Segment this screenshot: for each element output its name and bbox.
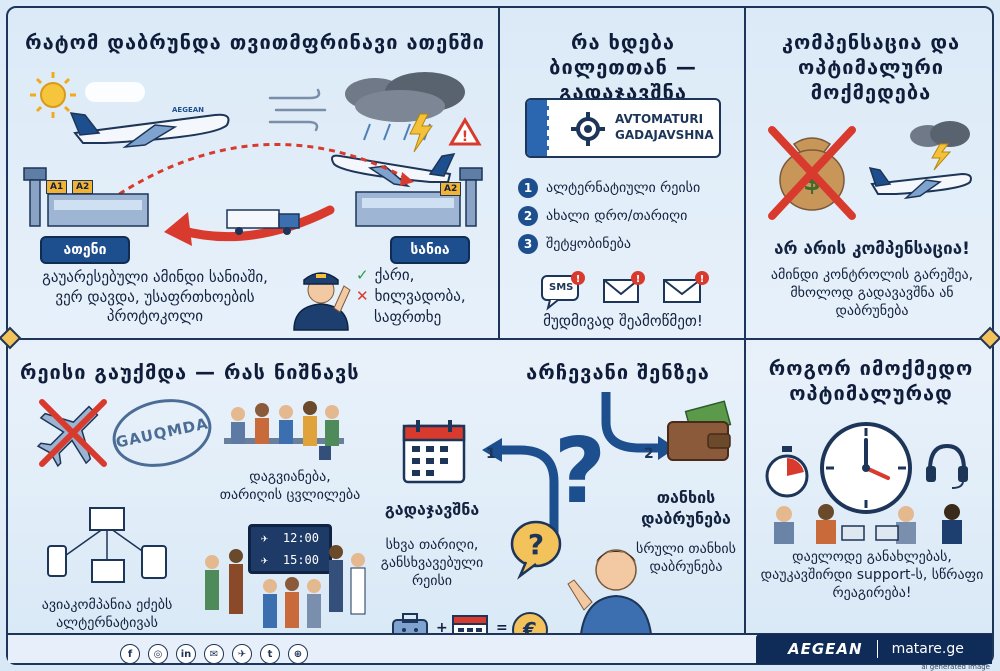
mail-icon[interactable]: ✉: [204, 644, 224, 664]
rebook-title: გადაჯავშნა: [384, 500, 480, 519]
ticket-label: AVTOMATURI GADAJAVSHNA: [615, 112, 714, 142]
ticket-title: რა ხდება ბილეთთან — გადაჯავშნა: [549, 30, 697, 104]
delay-text: დაგვიანება, თარიღის ცვლილება: [219, 469, 361, 504]
check-constantly-text: მუდმივად შეამოწმეთ!: [543, 312, 703, 330]
wall-clock-icon: [820, 422, 912, 514]
crowd-icon: [205, 545, 366, 628]
facebook-icon[interactable]: f: [120, 644, 140, 664]
svg-text:!: !: [700, 274, 705, 285]
mail-alert-icon: !: [663, 271, 709, 303]
plane-brand-label: AEGEAN: [172, 106, 205, 114]
gate-a1-sign: A1: [46, 180, 68, 194]
check-icon: ✓: [356, 266, 369, 284]
brand-bar[interactable]: AEGEAN matare.ge: [756, 634, 992, 664]
cloud: [85, 82, 145, 102]
sms-label: SMS: [549, 282, 574, 293]
board-row-2: ✈15:00: [261, 553, 319, 567]
gear-icon: [571, 112, 605, 146]
airplane-small-icon: [868, 167, 972, 200]
svg-text:!: !: [462, 129, 468, 145]
storm-cloud-small-icon: [910, 121, 970, 171]
no-compensation-headline: არ არის კომპენსაცია!: [774, 239, 970, 259]
gate-a2-sign: A2: [72, 180, 94, 194]
support-agents-icon: [774, 504, 962, 544]
divider-middle: [8, 338, 992, 340]
airline-alternatives-text: ავიაკომპანია ეძებს ალტერნატივას: [41, 597, 173, 632]
wind-icon: [268, 88, 327, 132]
no-money-icon: $: [768, 126, 856, 220]
weather-factors: ✓ქარი, ✕ხილვადობა, საფრთხე: [356, 266, 466, 334]
sms-bubble-icon: !: [541, 271, 585, 311]
brand-separator: [876, 640, 878, 658]
plane-glyph-icon: ✈: [261, 531, 269, 545]
social-links: f ◎ in ✉ ✈ t ⊕: [120, 644, 308, 664]
svg-text:!: !: [576, 274, 581, 285]
svg-text:!: !: [636, 274, 641, 285]
branch-2-label: 2: [644, 446, 654, 462]
cross-icon: ✕: [356, 286, 369, 305]
factor-visibility: ✕ხილვადობა,: [356, 286, 466, 305]
why-return-title: რატომ დაბრუნდა თვითმფრინავი ათენში: [25, 30, 485, 54]
stopwatch-icon: [765, 446, 809, 498]
athens-label: ათენი: [40, 236, 130, 264]
network-devices-icon: [47, 507, 167, 583]
refund-text: სრული თანხის დაბრუნება: [636, 541, 736, 576]
sania-label: სანია: [390, 236, 470, 264]
compensation-title: კომპენსაცია და ოპტიმალური მოქმედება: [781, 30, 961, 104]
pilot-icon: [293, 272, 351, 331]
question-bubble-icon: ?: [510, 520, 562, 580]
warning-icon: !: [448, 117, 482, 146]
cancelled-title: რეისი გაუქმდა — რას ნიშნავს: [20, 360, 360, 384]
flight-path-arc: [109, 143, 414, 202]
site-name[interactable]: matare.ge: [891, 641, 964, 657]
plane-glyph-icon: ✈: [261, 553, 269, 567]
linkedin-icon[interactable]: in: [176, 644, 196, 664]
factor-danger: საფრთხე: [374, 307, 442, 326]
divider-right: [744, 8, 746, 634]
divider-left: [498, 8, 500, 338]
choice-arrows: ?: [482, 392, 676, 542]
airport-tower-right: [355, 167, 483, 227]
gate-b-sign: A2: [440, 182, 462, 196]
airport-tower-left: [23, 167, 149, 227]
factor-wind: ✓ქარი,: [356, 266, 415, 284]
storm-cloud-icon: [345, 72, 465, 153]
return-reason-text: გაუარესებული ამინდი სანიაში, ვერ დავდა, …: [42, 268, 268, 325]
optimal-title: როგორ იმოქმედო ოპტიმალურად: [768, 356, 974, 405]
waiting-passengers-icon: [224, 401, 344, 460]
mail-icon: !: [603, 271, 645, 303]
airplane-landing-icon: [331, 153, 456, 188]
ai-disclaimer: ai generated image: [921, 663, 990, 671]
svg-text:?: ?: [528, 528, 544, 561]
globe-icon[interactable]: ⊕: [288, 644, 308, 664]
ticket-card: AVTOMATURI GADAJAVSHNA: [525, 98, 721, 158]
headset-icon: [926, 443, 968, 489]
compensation-text: ამინდი კონტროლის გარეშეა, მხოლოდ გადავავ…: [770, 267, 974, 320]
optimal-text: დაელოდე განახლებას, დაუკავშირდი support-…: [760, 549, 984, 602]
plus-sign-1: +: [436, 620, 448, 636]
calendar-icon: [402, 420, 466, 484]
board-row-1: ✈12:00: [261, 531, 319, 545]
choice-title: არჩევანი შენზეა: [526, 360, 710, 384]
branch-1-label: 1: [486, 446, 496, 462]
ticket-stub: [527, 100, 549, 156]
rebook-text: სხვა თარიღი, განსხვავებული რეისი: [380, 537, 484, 590]
cancelled-plane-icon: [36, 399, 107, 468]
plane-icon[interactable]: ✈: [232, 644, 252, 664]
wallet-icon: [667, 400, 732, 461]
svg-text:?: ?: [554, 419, 606, 524]
instagram-icon[interactable]: ◎: [148, 644, 168, 664]
refund-title: თანხის დაბრუნება: [641, 488, 731, 528]
airline-logo-text: AEGEAN: [788, 640, 863, 658]
sun-icon: [30, 72, 76, 118]
equals-sign: =: [496, 620, 508, 636]
airplane-icon: [69, 112, 230, 149]
truck-icon: [226, 209, 300, 235]
return-arrow: [164, 205, 335, 246]
twitter-icon[interactable]: t: [260, 644, 280, 664]
